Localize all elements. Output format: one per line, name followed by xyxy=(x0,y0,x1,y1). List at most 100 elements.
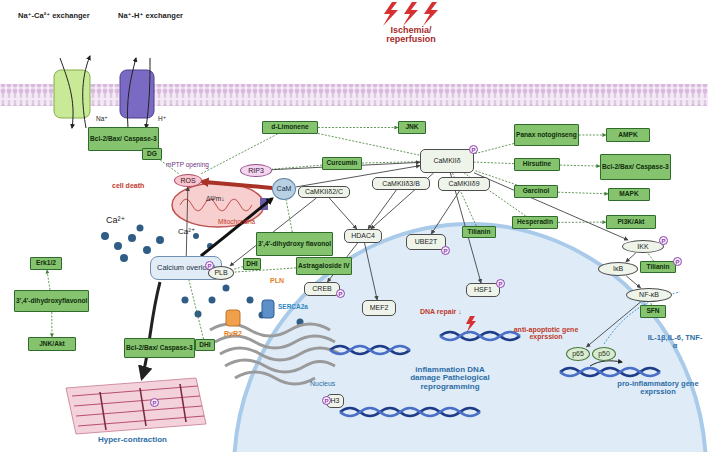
node-text: CaMKIIδ2/C xyxy=(305,188,343,195)
node-text: Garcinol xyxy=(523,188,550,195)
flux-arrow xyxy=(146,58,150,128)
drug-box: MAPK xyxy=(608,188,650,201)
flux-arrow xyxy=(60,58,73,128)
annotation-label: Na⁺-Ca²⁺ exchanger xyxy=(18,12,90,20)
drug-box: PI3K/Akt xyxy=(606,215,656,229)
expression-arrow xyxy=(590,361,622,366)
node-text: HDAC4 xyxy=(351,232,375,239)
drug-box: Bcl-2/Bax/ Caspase-3 xyxy=(124,338,195,358)
node-text: p65 xyxy=(572,350,584,357)
drug-effect-line xyxy=(51,312,52,337)
annotation-label: RyR2 xyxy=(224,330,242,337)
flux-arrow xyxy=(83,56,90,128)
protein-oval: IKK xyxy=(622,240,664,253)
drug-effect-line xyxy=(272,165,322,169)
phospho-mark: P xyxy=(673,257,682,266)
phospho-mark: P xyxy=(322,396,331,405)
signal-arrow xyxy=(368,190,396,229)
annotation-label: SERCA2a xyxy=(278,304,308,311)
node-text: Bcl-2/Bax/ Caspase-3 xyxy=(90,136,157,143)
drug-box: 3',4'-dihydroxy flavonol xyxy=(256,232,333,256)
signal-arrow xyxy=(365,243,378,300)
ncx-channel xyxy=(54,70,90,118)
signal-arrow xyxy=(474,173,628,240)
phospho-mark: P xyxy=(496,279,505,288)
drug-box: DG xyxy=(142,148,162,160)
lightning-icon xyxy=(383,2,398,26)
protein-box: CaMKIIδ3/B xyxy=(372,177,430,190)
annotation-label: Hyper-contraction xyxy=(98,436,167,444)
drug-box: 3',4'-dihydroxyflavonol xyxy=(14,290,89,312)
phospho-mark: P xyxy=(469,145,478,154)
node-text: MEF2 xyxy=(370,304,389,311)
annotation-label: Na⁺ xyxy=(96,116,108,123)
protein-box: UBE2T xyxy=(406,234,446,250)
annotation-label: pro-inflammatory gene exprssion xyxy=(610,380,706,396)
ros-oval: ROS xyxy=(174,174,202,187)
drug-box: Panax notoginseng xyxy=(514,124,579,146)
node-text: SFN xyxy=(646,308,659,315)
annotation-label: Mitochondria xyxy=(218,219,255,226)
annotation-label: Ischemia/ reperfusion xyxy=(376,26,446,45)
phospho-mark: P xyxy=(150,398,159,407)
signal-arrow xyxy=(371,173,434,229)
node-text: 3',4'-dihydroxy flavonol xyxy=(258,241,331,248)
protein-oval: IκB xyxy=(598,262,638,276)
protein-box: CREB xyxy=(304,282,340,296)
node-text: UBE2T xyxy=(415,238,438,245)
node-text: Bcl-2/Bax/ Caspase-3 xyxy=(602,164,669,171)
drug-effect-line xyxy=(286,200,292,232)
sarcoplasmic-reticulum xyxy=(210,324,340,384)
node-text: Curcumin xyxy=(327,160,358,167)
annotation-label: DNA repair ↓ xyxy=(420,308,462,315)
signal-arrow xyxy=(626,253,636,262)
drug-box: Garcinol xyxy=(514,185,558,198)
drug-effect-line xyxy=(558,192,608,194)
node-text: DHI xyxy=(246,261,257,268)
rip3-oval: RIP3 xyxy=(240,164,272,177)
node-text: PLB xyxy=(214,269,227,276)
node-text: CaMKIIδ9 xyxy=(448,180,479,187)
drug-box: Erk1/2 xyxy=(30,257,62,270)
drug-box: DHI xyxy=(243,258,261,270)
drug-box: AMPK xyxy=(606,128,650,142)
node-text: AMPK xyxy=(618,132,637,139)
myofilaments xyxy=(66,378,206,434)
phospho-mark: P xyxy=(336,289,345,298)
phospho-mark: P xyxy=(441,246,450,255)
drug-box: Hesperadin xyxy=(512,216,558,229)
lightning-icon xyxy=(403,2,418,26)
protein-box: CaMKIIδ9 xyxy=(438,177,490,191)
drug-box: Curcumin xyxy=(322,157,362,170)
annotation-label: Ca²⁺ xyxy=(178,228,195,236)
protein-box: HSF1 xyxy=(466,283,500,297)
drug-effect-line xyxy=(318,127,398,128)
drug-box: Tilianin xyxy=(640,261,676,273)
node-text: d-Limonene xyxy=(271,124,308,131)
annotation-label: Na⁺-H⁺ exchanger xyxy=(118,12,183,20)
membrane xyxy=(0,84,708,106)
drug-box: d-Limonene xyxy=(262,121,318,134)
drug-box: JNK xyxy=(398,121,426,134)
drug-effect-line xyxy=(474,162,514,164)
protein-box: CaMKIIδ2/C xyxy=(298,186,350,198)
node-text: DG xyxy=(147,151,157,158)
phospho-mark: P xyxy=(205,261,214,270)
node-text: ROS xyxy=(180,177,195,184)
node-text: CaM xyxy=(277,185,292,192)
node-text: NF-κB xyxy=(639,291,659,298)
protein-box: MEF2 xyxy=(362,300,396,316)
node-text: HSF1 xyxy=(474,286,492,293)
drug-box: DHI xyxy=(195,339,215,351)
annotation-label: IL-1β,IL-6, TNF-α xyxy=(646,334,704,350)
signal-arrow xyxy=(586,302,640,347)
lightning-icon xyxy=(423,2,438,26)
drug-effect-line xyxy=(558,222,606,223)
drug-effect-line xyxy=(474,143,514,153)
protein-box: CaMKIIδ xyxy=(420,149,474,173)
node-text: PI3K/Akt xyxy=(617,219,644,226)
signal-arrow xyxy=(431,191,459,234)
node-text: IκB xyxy=(613,265,623,272)
annotation-label: inflammation DNA damage Pathelogical rep… xyxy=(402,366,498,391)
